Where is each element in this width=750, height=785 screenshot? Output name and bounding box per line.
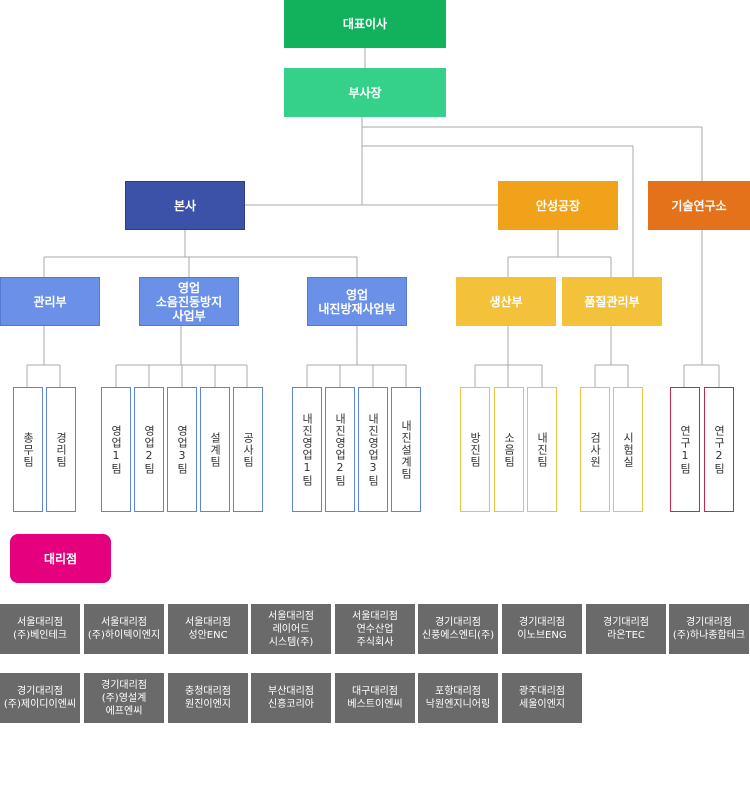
team-label: 시험실 [621,431,635,468]
team-box: 경리팀 [46,387,76,512]
vp-box: 부사장 [284,68,446,117]
agency-box: 서울대리점 레이어드 시스템(주) [251,604,331,654]
team-label: 내진설계팀 [399,419,413,480]
team-label: 소음팀 [502,431,516,468]
team-box: 내진팀 [527,387,557,512]
team-label: 총무팀 [21,431,35,468]
team-box: 영업3팀 [167,387,197,512]
team-label: 영업2팀 [142,424,156,475]
team-box: 연구2팀 [704,387,734,512]
agency-box: 경기대리점 신풍에스엔티(주) [418,604,498,654]
team-box: 공사팀 [233,387,263,512]
team-box: 내진영업3팀 [358,387,388,512]
team-label: 내진영업3팀 [366,412,380,487]
team-label: 공사팀 [241,431,255,468]
sales-noise-dept-box: 영업 소음진동방지 사업부 [139,277,239,326]
agency-box: 서울대리점 (주)베인테크 [0,604,80,654]
research-lab-box: 기술연구소 [648,181,750,230]
team-label: 방진팀 [468,431,482,468]
team-box: 소음팀 [494,387,524,512]
team-box: 내진영업2팀 [325,387,355,512]
agency-box: 서울대리점 연수산업 주식회사 [335,604,415,654]
team-box: 영업1팀 [101,387,131,512]
team-box: 영업2팀 [134,387,164,512]
ceo-box: 대표이사 [284,0,446,48]
sales-fire-dept-box: 영업 내진방재사업부 [307,277,407,326]
team-label: 연구1팀 [678,424,692,475]
team-box: 총무팀 [13,387,43,512]
agency-box: 경기대리점 (주)제이디이엔씨 [0,673,80,723]
production-dept-box: 생산부 [456,277,556,326]
team-label: 영업1팀 [109,424,123,475]
team-box: 검사원 [580,387,610,512]
team-box: 내진설계팀 [391,387,421,512]
team-box: 방진팀 [460,387,490,512]
team-label: 내진영업2팀 [333,412,347,487]
team-label: 연구2팀 [712,424,726,475]
agency-box: 충청대리점 원진이엔지 [168,673,248,723]
team-box: 설계팀 [200,387,230,512]
team-label: 설계팀 [208,431,222,468]
admin-dept-box: 관리부 [0,277,100,326]
agency-box: 광주대리점 세울이엔지 [502,673,582,723]
agency-box: 경기대리점 (주)하나종합테크 [669,604,749,654]
team-label: 경리팀 [54,431,68,468]
team-box: 연구1팀 [670,387,700,512]
agency-box: 경기대리점 이노브ENG [502,604,582,654]
quality-dept-box: 품질관리부 [562,277,662,326]
agency-box: 대구대리점 베스트이엔씨 [335,673,415,723]
agency-box: 서울대리점 성안ENC [168,604,248,654]
agency-box: 부산대리점 신흥코리아 [251,673,331,723]
team-label: 검사원 [588,431,602,468]
agency-box: 서울대리점 (주)하이텍이엔지 [84,604,164,654]
team-label: 영업3팀 [175,424,189,475]
team-label: 내진팀 [535,431,549,468]
team-box: 내진영업1팀 [292,387,322,512]
agency-box: 경기대리점 (주)영설계 에프엔씨 [84,673,164,723]
hq-box: 본사 [125,181,245,230]
agency-box: 포항대리점 낙원엔지니어링 [418,673,498,723]
team-label: 내진영업1팀 [300,412,314,487]
agency-box: 경기대리점 라온TEC [586,604,666,654]
agency-title: 대리점 [10,534,111,583]
anseong-factory-box: 안성공장 [498,181,618,230]
team-box: 시험실 [613,387,643,512]
